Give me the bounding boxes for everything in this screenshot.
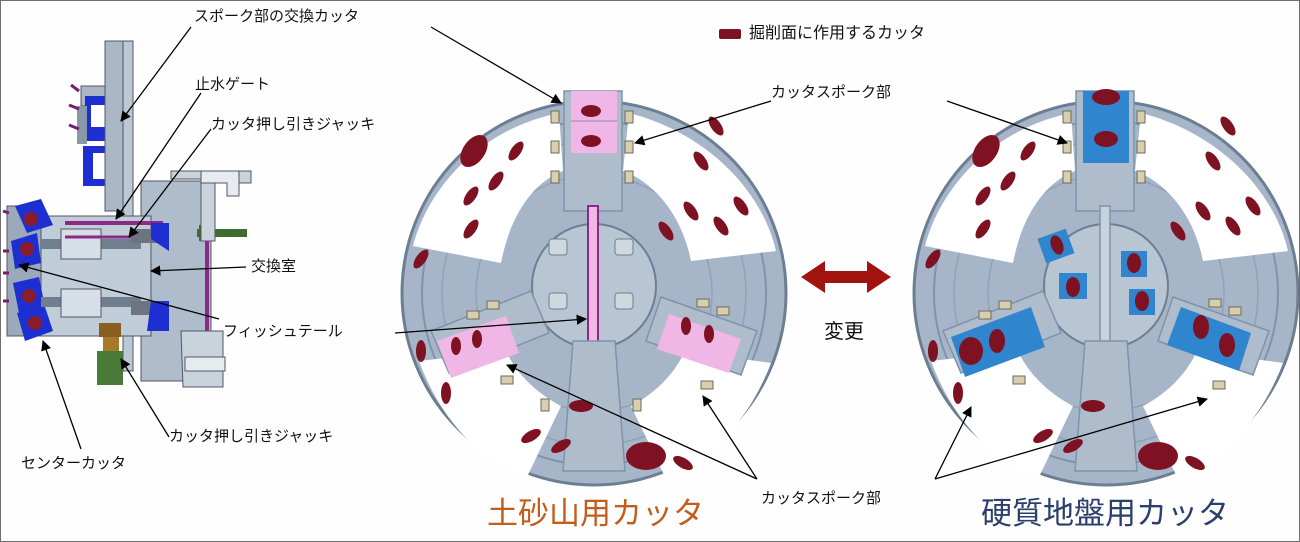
label-spoke-replace-cutter: スポーク部の交換カッタ bbox=[194, 7, 360, 25]
leader-lines bbox=[17, 26, 1208, 480]
change-arrow bbox=[801, 261, 891, 293]
hard-rock-cutter-wheel bbox=[912, 89, 1299, 487]
title-soil-cutter: 土砂山用カッタ bbox=[487, 496, 704, 532]
title-hard-rock-cutter: 硬質地盤用カッタ bbox=[981, 496, 1229, 532]
label-spoke-bottom: カッタスポーク部 bbox=[761, 489, 882, 507]
label-water-gate: 止水ゲート bbox=[195, 75, 271, 93]
label-center-cutter: センターカッタ bbox=[21, 454, 127, 472]
soil-cutter-wheel bbox=[400, 90, 788, 487]
label-jack-bottom: カッタ押し引きジャッキ bbox=[169, 427, 334, 445]
label-fishtail: フィッシュテール bbox=[223, 322, 343, 340]
label-change: 変更 bbox=[824, 319, 864, 343]
label-spoke-top: カッタスポーク部 bbox=[771, 83, 892, 101]
legend-text: 掘削面に作用するカッタ bbox=[749, 23, 926, 42]
cross-section-view bbox=[2, 40, 252, 388]
label-exchange-room: 交換室 bbox=[251, 257, 297, 275]
legend-swatch bbox=[719, 29, 741, 39]
label-jack-top: カッタ押し引きジャッキ bbox=[211, 115, 376, 133]
